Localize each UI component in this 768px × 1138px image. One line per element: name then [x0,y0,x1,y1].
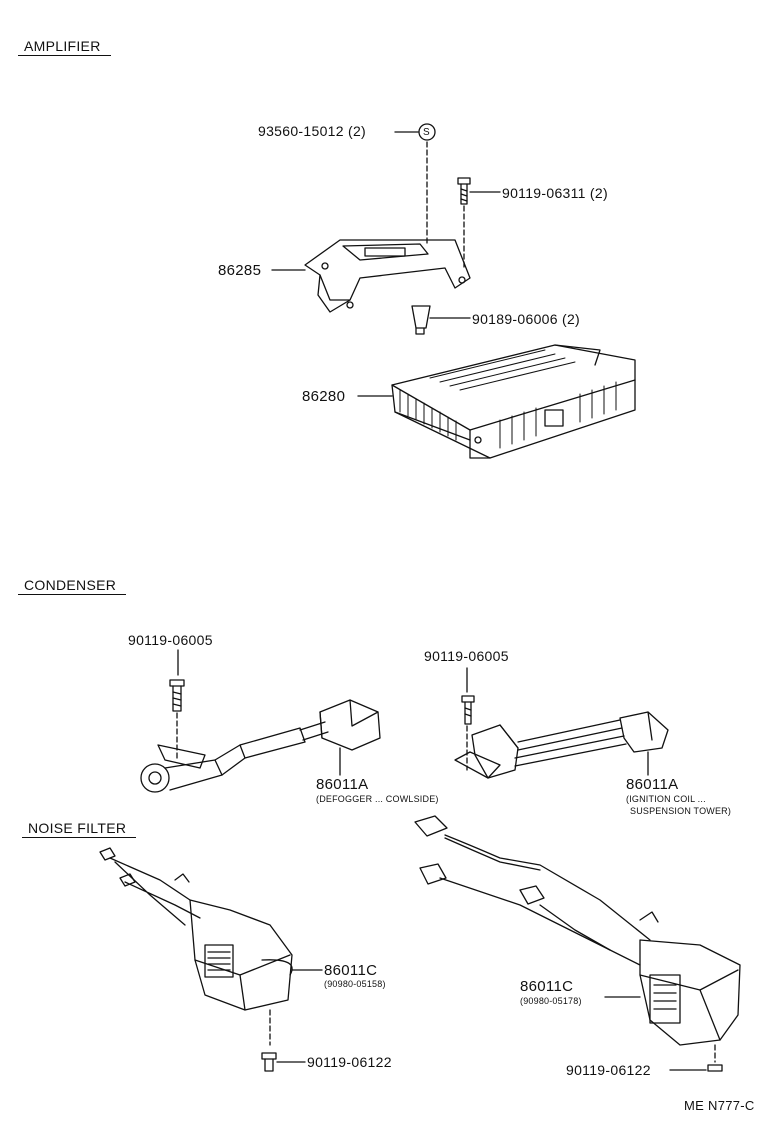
label-noise-filter-left-part: 86011C [324,962,378,979]
label-condenser-right-note-1: (IGNITION COIL ... [626,794,706,804]
bolt-upper-icon [457,177,501,269]
label-condenser-right-bolt: 90119-06005 [424,648,509,664]
section-title-condenser: CONDENSER [18,577,127,595]
nut-icon [418,123,436,141]
noise-filter-left-icon [99,847,323,1072]
label-noise-filter-left-bolt: 90119-06122 [307,1054,392,1070]
clip-icon [411,305,471,335]
condenser-left-icon [140,649,381,793]
diagram-code: ME N777-C [684,1098,755,1113]
condenser-right-icon [454,667,669,779]
section-title-noise-filter: NOISE FILTER [22,820,137,838]
bracket-icon [271,239,471,313]
label-condenser-left-note: (DEFOGGER ... COWLSIDE) [316,794,439,804]
amplifier-unit-icon [357,344,636,459]
noise-filter-right-icon [414,815,741,1072]
label-noise-filter-right-bolt: 90119-06122 [566,1062,651,1078]
label-condenser-right-note-2: SUSPENSION TOWER) [630,806,732,816]
label-amplifier-part: 86280 [302,388,346,405]
label-condenser-right-part: 86011A [626,776,679,793]
nut-leader [394,131,428,246]
label-clip-part: 90189-06006 (2) [472,311,581,327]
label-condenser-left-bolt: 90119-06005 [128,632,213,648]
label-noise-filter-left-sub: (90980-05158) [324,979,386,989]
label-noise-filter-right-part: 86011C [520,978,574,995]
label-nut-part: 93560-15012 (2) [258,123,367,139]
label-condenser-left-part: 86011A [316,776,369,793]
label-noise-filter-right-sub: (90980-05178) [520,996,582,1006]
section-title-amplifier: AMPLIFIER [18,38,111,56]
nut-symbol: S [423,127,430,138]
label-bracket-part: 86285 [218,262,262,279]
label-bolt-part: 90119-06311 (2) [502,185,608,201]
